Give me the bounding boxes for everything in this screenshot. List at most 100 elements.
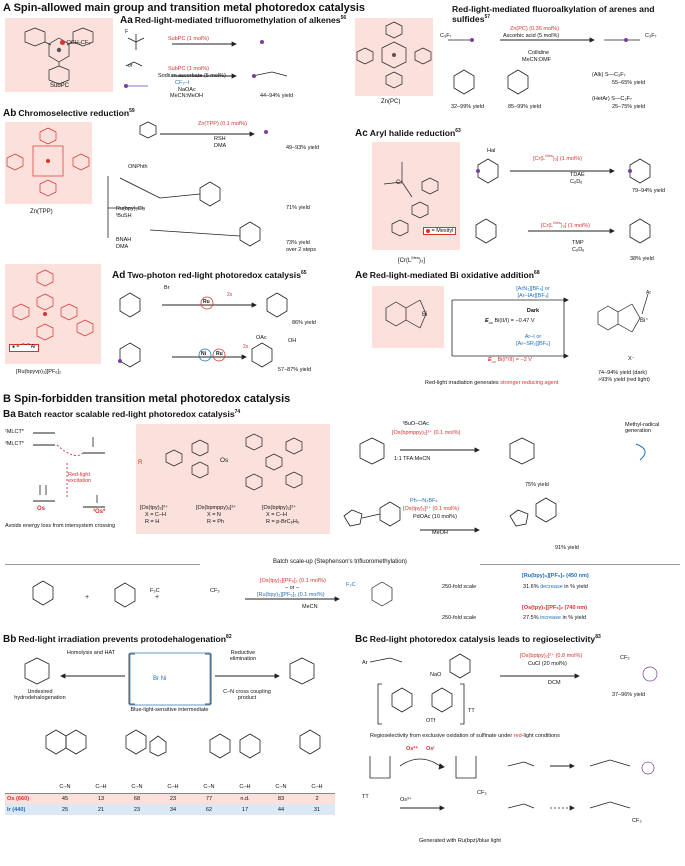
section-b-title: B Spin-forbidden transition metal photor… — [3, 393, 291, 405]
bb-h2: C–N — [131, 784, 143, 791]
bc-os2: Os²⁺ — [406, 746, 419, 752]
scaleup-ru450: [Ru(bpy)₃][PF₆]₂ (450 nm) — [522, 573, 589, 579]
bc-generated: Generated with Ru(bpz)/blue light — [419, 838, 501, 844]
os-c3: [Os(bptpy)₂]²⁺ — [262, 505, 297, 511]
section-a-title: A Spin-allowed main group and transition… — [3, 2, 366, 14]
bb-homolysis: Homolysis and HAT — [66, 650, 116, 656]
aa2-cond2: Collidine — [528, 50, 550, 56]
ab-cond3b: DMA — [116, 244, 129, 250]
ba-excitation: Red-light excitation — [68, 472, 92, 485]
ac-cond2b: TMP — [572, 240, 584, 246]
ad-oac: OAc — [256, 335, 267, 341]
aa-yield: 44–94% yield — [260, 93, 294, 99]
subpc-name: SubPC — [50, 83, 70, 89]
ac-cond1b: TDAE — [570, 172, 585, 178]
ac-y1: 79–94% yield — [632, 188, 666, 194]
os-c2: [Os(bpmppy)₂]²⁺ — [196, 505, 237, 511]
ba-methyl: Methyl-radical generation — [625, 422, 660, 435]
bb-h1: C–H — [95, 784, 107, 791]
os-c2b: X = N — [207, 512, 221, 518]
svg-text:+: + — [155, 594, 159, 601]
os-c1b: X = C–H — [145, 512, 166, 518]
ba-os: Os — [37, 506, 46, 512]
ae-top1: [ArN₂][BF₄] or — [516, 286, 550, 292]
ae-note: Red-light irradiation generates stronger… — [425, 380, 559, 386]
bc-yield: 37–96% yield — [612, 692, 646, 698]
aa-cond2b: Sodium ascorbate (5 mol%) — [158, 73, 226, 79]
subpc-structure — [24, 27, 94, 85]
ab-reactions — [107, 121, 268, 247]
aa-cond3b: MeCN:MeOH — [170, 93, 204, 99]
bb-h6: C–N — [275, 784, 287, 791]
ac-reactions — [475, 158, 651, 244]
zntpp-name: Zn(TPP) — [30, 209, 53, 215]
bc-cond1c: DCM — [548, 680, 561, 686]
bb-h7: C–H — [311, 784, 323, 791]
svg-text:Bi: Bi — [422, 312, 427, 318]
ae-bot1: Ar–I or — [524, 334, 542, 340]
aa2-heading: Red-light-mediated fluoroalkylation of a… — [452, 4, 655, 24]
ad-ni: Ni — [201, 351, 206, 357]
aa2-y1: 32–99% yield — [451, 104, 485, 110]
ab-cond2b: ᵗBuSH — [116, 213, 132, 219]
ae-dark: Dark — [526, 308, 540, 314]
aa2-cond1b: Ascorbic acid (5 mol%) — [503, 33, 560, 39]
ab-cond1c: DMA — [214, 143, 227, 149]
ad-oh: OH — [288, 338, 297, 344]
ru-name: [Ru(bpyvp)₃][PF₆]₂ — [16, 369, 62, 375]
ba-r2d: MeOH — [432, 530, 448, 536]
scaleup-s3: [Ru(bpy)₃][PF₆]₂ (0.1 mol%) — [257, 592, 325, 598]
bb-substrates — [45, 729, 321, 759]
ba-r2c: PdOAc (10 mol%) — [413, 514, 458, 520]
aa-cond2: SubPC (1 mol%) — [168, 66, 209, 72]
scaleup-product — [371, 581, 393, 607]
scaleup-fold1: 250-fold scale — [442, 584, 477, 590]
ba-os3: ³Os* — [93, 509, 106, 515]
aa-cond3: NaOAc — [178, 87, 196, 93]
bb-table: C–N C–H C–N C–H C–N C–H C–N C–H Os (660)… — [5, 782, 335, 815]
scaleup-s2: – or – — [285, 585, 300, 591]
scaleup-fold2: 250-fold scale — [442, 615, 477, 621]
ae-yield2: >93% yield (red light) — [598, 377, 650, 383]
ae-bot2: [Ar–SR₂][BF₄] — [516, 341, 550, 347]
ba-mlct1: ¹MLCT* — [5, 429, 24, 435]
ru-structure — [12, 269, 94, 341]
svg-text:Os: Os — [220, 457, 229, 464]
bc-mechanism — [369, 756, 655, 811]
ab-cond3: BNAH — [116, 237, 132, 243]
ae-top2: [Ar–IAr][BF₄] — [517, 293, 549, 299]
bc-os3: Os³⁺ — [400, 797, 412, 803]
ba-reactions — [343, 437, 646, 533]
ab-cond1: Zn(TPP) (0.1 mol%) — [198, 121, 247, 127]
bb-h4: C–N — [203, 784, 215, 791]
ba-r1b: [Os(bpmppy)₂]²⁺ (0.1 mol%) — [392, 430, 461, 436]
svg-text:R: R — [138, 460, 143, 466]
ab-y3: 73% yield — [286, 240, 310, 246]
ac-y2: 38% yield — [630, 256, 654, 262]
aa-reaction — [124, 34, 288, 88]
svg-text:Ar: Ar — [646, 290, 651, 296]
os-c1: [Os(tpy)₂]²⁺ — [140, 505, 168, 511]
ad-reactions — [118, 292, 288, 368]
scaleup-s1: [Os(tpy)₂][PF₆]₂ (0.1 mol%) — [260, 578, 326, 584]
ad-y1: 86% yield — [292, 320, 316, 326]
ba-r1c: 1:1 TFA:MeCN — [394, 456, 431, 462]
ae-eox1: Bi(II/I) = −0.47 V — [494, 318, 535, 324]
bc-os1: Osᴵ — [426, 746, 435, 752]
bb-blue-intermediate: Blue-light-sensitive intermediate — [130, 707, 209, 713]
ba-avoid: Avoids energy loss from intersystem cros… — [5, 523, 116, 529]
ae-product: Bi⁺ Ar — [597, 290, 651, 333]
aa-or: or — [128, 63, 133, 69]
svg-text:Bi⁺: Bi⁺ — [640, 317, 649, 324]
ae-eox2: Bi(I*/II) = −2 V — [497, 357, 532, 363]
subpc-substituent: OCH₂CF₃ — [66, 40, 91, 46]
scaleup-os740: [Os(tpy)₂][PF₆]₂ (740 nm) — [522, 605, 588, 611]
bc-tt: TT — [468, 708, 475, 714]
scaleup-inc: 27.5% increase in % yield — [523, 615, 586, 621]
ba-r2a: Ph—N₂BF₄ — [410, 498, 438, 504]
svg-text:Br Ni: Br Ni — [153, 676, 166, 682]
